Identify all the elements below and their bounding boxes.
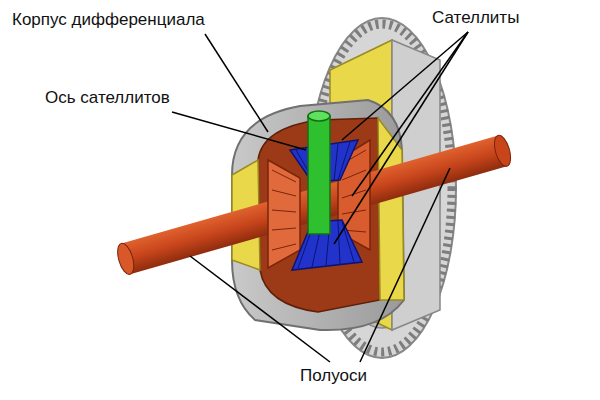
satellite-axis: [308, 111, 330, 234]
part-label: Полуоси: [300, 366, 367, 386]
part-label: Сателлиты: [432, 8, 519, 28]
leader-lines: [172, 32, 468, 362]
part-label: Корпус дифференциала: [12, 10, 205, 30]
part-label: Ось сателлитов: [45, 88, 170, 108]
